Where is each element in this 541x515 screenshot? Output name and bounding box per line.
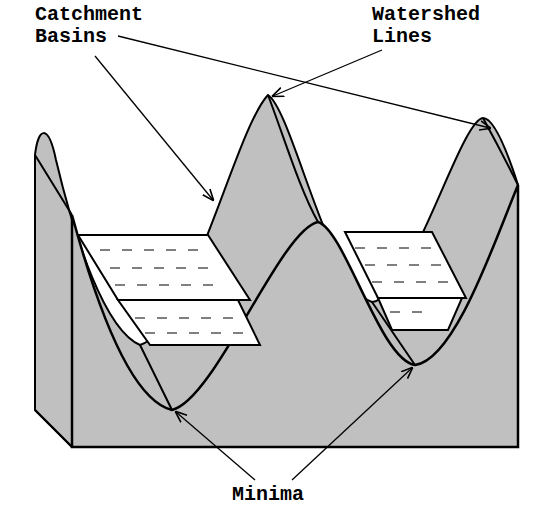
ripple-dash bbox=[135, 318, 145, 319]
ripple-dash bbox=[416, 282, 426, 283]
ripple-dash bbox=[181, 285, 191, 286]
ripple-dash bbox=[377, 248, 387, 249]
ripple-dash bbox=[159, 285, 169, 286]
ripple-dash bbox=[198, 268, 208, 269]
callout-label: Catchment Basins bbox=[35, 4, 160, 48]
water-lower-right bbox=[378, 298, 462, 330]
ripple-dash bbox=[110, 268, 120, 269]
terrain-front bbox=[72, 185, 518, 447]
ripple-dash bbox=[144, 250, 154, 251]
water-upper-left bbox=[78, 235, 250, 300]
ripple-dash bbox=[132, 268, 142, 269]
ripple-dash bbox=[179, 318, 189, 319]
ripple-dash bbox=[394, 282, 404, 283]
side-wall bbox=[35, 155, 72, 447]
ripple-dash bbox=[100, 250, 110, 251]
ripple-dash bbox=[176, 268, 186, 269]
ripple-dash bbox=[390, 312, 400, 313]
ripple-dash bbox=[115, 285, 125, 286]
ripple-dash bbox=[387, 265, 397, 266]
ripple-dash bbox=[438, 282, 448, 283]
ripple-dash bbox=[233, 333, 243, 334]
ripple-dash bbox=[157, 318, 167, 319]
ripple-dash bbox=[203, 285, 213, 286]
ripple-dash bbox=[201, 318, 211, 319]
ripple-dash bbox=[409, 265, 419, 266]
ripple-dash bbox=[372, 282, 382, 283]
ripple-dash bbox=[167, 333, 177, 334]
ripple-dash bbox=[166, 250, 176, 251]
ripple-dash bbox=[122, 250, 132, 251]
ripple-dash bbox=[145, 333, 155, 334]
ripple-dash bbox=[355, 248, 365, 249]
water-ripples bbox=[100, 248, 448, 333]
ripple-dash bbox=[211, 333, 221, 334]
callout-label: Minima bbox=[232, 484, 342, 506]
ripple-dash bbox=[399, 248, 409, 249]
terrain-back bbox=[35, 95, 518, 447]
ripple-dash bbox=[421, 248, 431, 249]
ripple-dash bbox=[188, 250, 198, 251]
ripple-dash bbox=[137, 285, 147, 286]
water-lower-left bbox=[118, 300, 260, 345]
ripple-dash bbox=[365, 265, 375, 266]
ripple-dash bbox=[154, 268, 164, 269]
ripple-dash bbox=[431, 265, 441, 266]
leader-lines bbox=[95, 36, 490, 480]
callout-label: Watershed Lines bbox=[372, 4, 497, 48]
ripple-dash bbox=[223, 318, 233, 319]
ripple-dash bbox=[412, 312, 422, 313]
ripple-dash bbox=[189, 333, 199, 334]
water-upper-right bbox=[345, 232, 466, 298]
